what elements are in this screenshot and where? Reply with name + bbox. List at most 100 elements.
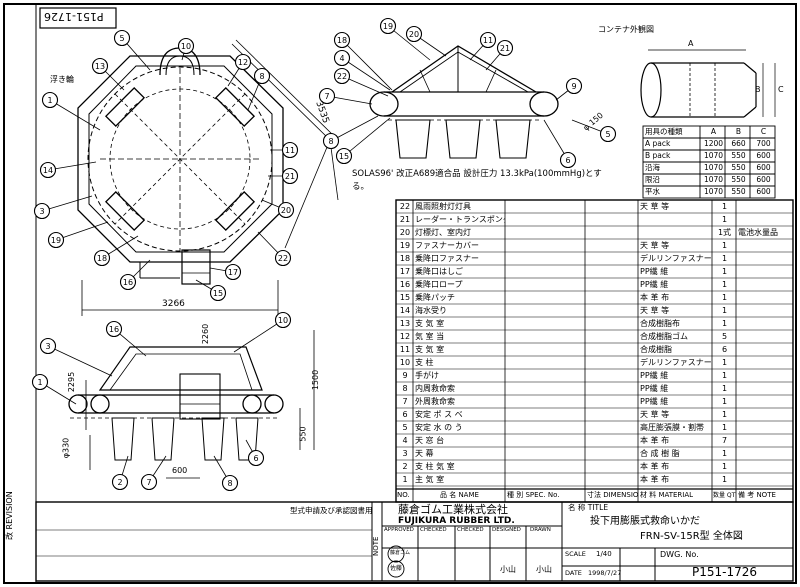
date-value: 1998/7/27 bbox=[588, 569, 622, 577]
approval-stamp-top: 藤倉ゴム bbox=[390, 550, 411, 556]
svg-text:7: 7 bbox=[146, 478, 151, 487]
container-title: コンテナ外観図 bbox=[598, 25, 654, 34]
container-dims-cell: 600 bbox=[756, 175, 771, 184]
container-view bbox=[640, 49, 776, 118]
svg-text:3: 3 bbox=[39, 207, 44, 216]
approval-checked-1: CHECKED bbox=[420, 527, 447, 533]
side-view bbox=[369, 45, 559, 159]
parts-cell-qty: 1 bbox=[721, 241, 728, 250]
parts-cell-no: 2 bbox=[402, 462, 408, 471]
parts-cell-name: 外周救命索 bbox=[415, 397, 455, 406]
sheet-border bbox=[3, 3, 797, 584]
callout-top-view-22: 22 bbox=[257, 231, 292, 267]
parts-cell-no: 16 bbox=[399, 280, 411, 289]
svg-text:6: 6 bbox=[565, 156, 570, 165]
callout-front-view-6: 6 bbox=[245, 439, 265, 467]
callout-front-view-8: 8 bbox=[213, 455, 239, 492]
svg-text:17: 17 bbox=[228, 268, 238, 277]
note-label: NOTE bbox=[372, 536, 380, 556]
callout-top-view-16: 16 bbox=[119, 259, 151, 291]
callout-top-view-10: 10 bbox=[177, 37, 195, 61]
dimension-1500: 1500 bbox=[311, 369, 321, 391]
parts-header-qty: 数量 QTY bbox=[713, 492, 736, 499]
parts-cell-no: 13 bbox=[399, 319, 411, 328]
svg-text:15: 15 bbox=[213, 289, 223, 298]
svg-text:5: 5 bbox=[605, 130, 610, 139]
parts-cell-no: 3 bbox=[402, 449, 408, 458]
design-note: SOLAS96' 改正A689適合品 設計圧力 13.3kPa(100mmHg)… bbox=[352, 168, 602, 194]
title-block-grid bbox=[35, 501, 794, 582]
parts-header-note: 備 考 NOTE bbox=[738, 491, 776, 499]
parts-cell-material: 本 革 布 bbox=[640, 436, 670, 445]
parts-cell-no: 22 bbox=[399, 202, 411, 211]
parts-cell-material: 天 草 等 bbox=[640, 306, 670, 315]
approval-checked-2: CHECKED bbox=[457, 527, 484, 533]
callout-top-view-14: 14 bbox=[39, 161, 97, 179]
top-label-ukiwa: 浮き輪 bbox=[50, 75, 74, 84]
parts-cell-no: 19 bbox=[399, 241, 411, 250]
container-dims-cell: 1070 bbox=[703, 175, 724, 184]
container-dims-cell: 700 bbox=[756, 139, 771, 148]
parts-cell-name: 安定 ポ ス ベ bbox=[415, 410, 463, 419]
callout-front-view-1: 1 bbox=[31, 373, 77, 405]
callout-front-view-2: 2 bbox=[111, 455, 129, 491]
parts-cell-material: 天 草 等 bbox=[640, 410, 670, 419]
parts-cell-material: 本 革 布 bbox=[640, 293, 670, 302]
dwg-no-label: DWG. No. bbox=[660, 550, 699, 559]
container-dims-cell: 600 bbox=[756, 187, 771, 196]
svg-text:12: 12 bbox=[238, 58, 248, 67]
parts-cell-name: 安定 水 の う bbox=[415, 423, 463, 432]
parts-cell-name: 乗降口ファスナー bbox=[415, 254, 479, 263]
callout-top-view-5: 5 bbox=[113, 29, 151, 71]
drawing-number: P151-1726 bbox=[692, 565, 758, 579]
container-dims-header-cell: C bbox=[760, 127, 767, 136]
parts-header-dimension: 寸法 DIMENSION bbox=[587, 491, 638, 499]
parts-cell-material: PP繊 維 bbox=[640, 384, 669, 393]
container-dims-cell: 550 bbox=[731, 187, 746, 196]
callout-side-view-8: 8 bbox=[322, 115, 379, 150]
container-dims-cell: 限沿 bbox=[645, 175, 660, 184]
svg-text:11: 11 bbox=[483, 36, 493, 45]
front-view bbox=[68, 346, 284, 461]
container-dims-grid bbox=[642, 125, 776, 199]
container-dims-cell: 550 bbox=[731, 163, 746, 172]
approval-designed: DESIGNED bbox=[492, 527, 521, 533]
dimension-3266: 3266 bbox=[162, 299, 185, 309]
callout-front-view-16: 16 bbox=[105, 320, 147, 357]
callout-top-view-12: 12 bbox=[227, 53, 252, 87]
design-note-text: SOLAS96' 改正A689適合品 設計圧力 13.3kPa(100mmHg)… bbox=[352, 169, 602, 192]
svg-text:2: 2 bbox=[117, 478, 122, 487]
callout-side-view-21: 21 bbox=[485, 39, 514, 71]
container-dims-cell: 1070 bbox=[703, 163, 724, 172]
parts-header-spec: 種 別 SPEC. No. bbox=[507, 491, 560, 499]
parts-cell-qty: 1 bbox=[721, 319, 728, 328]
container-dims-cell: A pack bbox=[645, 139, 671, 148]
parts-header-no: NO. bbox=[397, 491, 410, 499]
parts-cell-name: 風雨照射灯灯具 bbox=[415, 202, 471, 211]
callout-side-view-15: 15 bbox=[335, 117, 391, 165]
container-dims-cell: 1070 bbox=[703, 187, 724, 196]
svg-text:16: 16 bbox=[109, 325, 119, 334]
dimension-2260: 2260 bbox=[201, 323, 211, 345]
parts-cell-qty: 1 bbox=[721, 267, 728, 276]
title-label: 名 称 TITLE bbox=[568, 503, 609, 512]
parts-cell-no: 15 bbox=[399, 293, 411, 302]
callout-top-view-18: 18 bbox=[93, 235, 139, 267]
svg-text:22: 22 bbox=[278, 254, 288, 263]
parts-cell-name: 天 窓 台 bbox=[415, 436, 445, 445]
top-view bbox=[77, 47, 284, 285]
parts-cell-qty: 5 bbox=[721, 332, 728, 341]
parts-cell-material: 高圧膨張膜・割帯 bbox=[640, 423, 704, 432]
parts-cell-qty: 1 bbox=[721, 410, 728, 419]
callout-front-view-10: 10 bbox=[233, 311, 292, 353]
parts-cell-name: 乗降パッチ bbox=[415, 293, 455, 302]
approval-drawn: DRAWN bbox=[530, 527, 551, 533]
dimension-600: 600 bbox=[172, 466, 188, 475]
svg-text:18: 18 bbox=[97, 254, 107, 263]
parts-cell-qty: 1 bbox=[721, 475, 728, 484]
revision-label: 改 REVISION bbox=[5, 491, 14, 540]
parts-cell-name: 支 気 室 bbox=[415, 345, 445, 354]
svg-text:10: 10 bbox=[278, 316, 288, 325]
